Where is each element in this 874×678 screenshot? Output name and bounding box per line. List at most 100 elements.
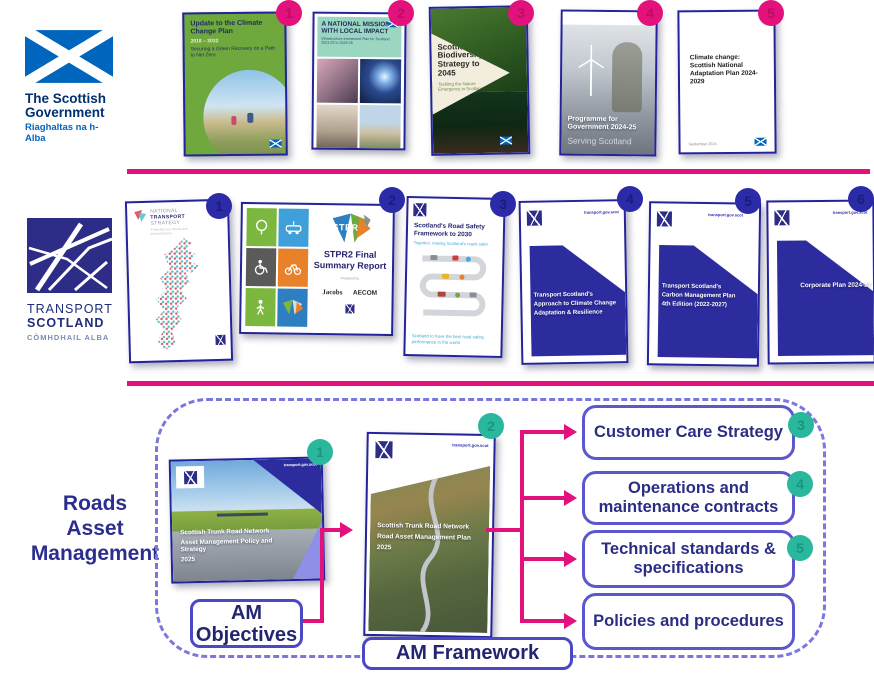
badge-teal-2: 2 (478, 413, 504, 439)
roads-asset-management-label: Roads Asset Management (25, 492, 165, 566)
connector-branch-1 (520, 430, 564, 434)
doc-subtitle: Serving Scotland (567, 135, 632, 147)
doc-title: Corporate Plan 2024-27 (800, 281, 872, 290)
doc-site: transport.gov.scot (708, 212, 744, 218)
arrow-branch-3-icon (564, 551, 577, 567)
connector-branch-3 (520, 557, 564, 561)
node-policies-and-procedures: Policies and procedures (582, 593, 795, 650)
scotland-dot-map (142, 235, 217, 353)
badge-teal-4: 4 (787, 471, 813, 497)
winding-road-illustration (419, 255, 487, 317)
doc-climate-change-plan-update[interactable]: Update to the Climate Change Plan 2018 –… (182, 11, 288, 157)
separator-top (127, 169, 870, 174)
ts-mini-logo-icon (656, 211, 673, 227)
cyclist-figure (247, 112, 254, 123)
photo-welding (359, 59, 402, 104)
doc-stpr2-summary-report[interactable]: STPR STPR2 Final Summary Report Prepared… (239, 201, 395, 337)
sg-mini-logo-icon (754, 137, 767, 146)
photo-girl (611, 42, 643, 113)
sg-mini-logo-icon (269, 139, 282, 148)
connector-branch-4 (520, 619, 564, 623)
doc-national-transport-strategy[interactable]: NATIONAL TRANSPORT STRATEGY Protecting o… (124, 198, 234, 364)
electric-car-icon (278, 208, 309, 247)
transport-scotland-logo: TRANSPORT SCOTLAND CÒMHDHAIL ALBA (27, 218, 117, 342)
arrow-branch-1-icon (564, 424, 577, 440)
tree-icon (246, 208, 277, 247)
ts-mini-logo-icon (375, 441, 393, 459)
doc-footer: Scotland to have the best road safety pe… (411, 333, 485, 345)
doc-title: Update to the Climate Change Plan (190, 19, 263, 36)
doc-title-line2: Asset Management Policy and Strategy (180, 537, 273, 554)
doc-title-line1: Scottish Trunk Road Network (377, 522, 470, 531)
doc-site: transport.gov.scot (583, 209, 619, 215)
connector-plan-feed (486, 528, 524, 532)
connector-to-plan (320, 528, 340, 532)
badge-navy-3: 3 (490, 191, 516, 217)
doc-date: September 2024 (688, 142, 717, 147)
doc-am-policy-and-strategy[interactable]: transport.gov.scot Scottish Trunk Road N… (168, 456, 326, 584)
doc-title-line1: Scottish Trunk Road Network (180, 527, 270, 537)
doc-infrastructure-investment-plan[interactable]: A NATIONAL MISSION WITH LOCAL IMPACT Inf… (311, 11, 407, 151)
doc-programme-for-government[interactable]: Programme for Government 2024-25 Serving… (559, 9, 658, 157)
connector-trunk (520, 430, 524, 623)
am-framework-box: AM Framework (362, 637, 573, 670)
doc-site: transport.gov.scot (283, 462, 317, 468)
wind-turbine-icon (578, 44, 605, 96)
node-customer-care-strategy: Customer Care Strategy (582, 405, 795, 460)
label-line3: Management (30, 541, 160, 565)
photo-woman-laptop (316, 104, 358, 149)
doc-title-line3: 4th Edition (2022-2027) (661, 301, 727, 309)
badge-pink-3: 3 (508, 0, 534, 26)
stpr-logo-icon (332, 213, 371, 243)
partner-jacobs: Jacobs (322, 287, 343, 296)
scottish-government-logo: The Scottish Government Riaghaltas na h-… (22, 25, 116, 145)
doc-subtitle: Securing a Green Recovery on a Path to N… (190, 45, 276, 59)
ts-mini-logo-icon (183, 470, 197, 484)
doc-title: Climate change: Scottish National Adapta… (689, 53, 758, 86)
doc-national-adaptation-plan[interactable]: Climate change: Scottish National Adapta… (677, 9, 777, 155)
am-framework-label: AM Framework (395, 642, 540, 664)
am-objectives-label: AM Objectives (195, 601, 298, 646)
label-line2: Asset (66, 516, 124, 540)
motorway-logo-icon (27, 218, 113, 293)
connector-branch-2 (520, 496, 564, 500)
doc-road-asset-management-plan[interactable]: transport.gov.scot Scottish Trunk Road N… (363, 431, 496, 639)
doc-road-safety-framework[interactable]: Scotland's Road Safety Framework to 2030… (403, 195, 506, 359)
photo-cycle-lane (316, 58, 359, 103)
badge-navy-5: 5 (735, 188, 761, 214)
wheelchair-icon (245, 248, 277, 287)
doc-subtitle: Together, making Scotland's roads safer (413, 240, 489, 247)
arrow-branch-4-icon (564, 613, 577, 629)
nts-tagline: Protecting our climate and improving liv… (150, 226, 188, 236)
ts-mini-logo-icon (526, 210, 543, 226)
ts-logo-line1: TRANSPORT (27, 302, 113, 316)
arrow-to-plan-icon (340, 522, 353, 538)
ts-logo-line3: CÒMHDHAIL ALBA (27, 333, 110, 342)
doc-ts-carbon-management-plan[interactable]: transport.gov.scot Transport Scotland's … (646, 201, 762, 367)
badge-teal-5: 5 (787, 535, 813, 561)
photo-autumn-road (368, 464, 490, 633)
badge-pink-4: 4 (637, 0, 663, 26)
doc-biodiversity-strategy[interactable]: Scottish Biodiversity Strategy to 2045 T… (428, 5, 531, 156)
doc-title-line1: Transport Scotland's (661, 283, 722, 291)
doc-ts-corporate-plan[interactable]: transport.gov.scot Corporate Plan 2024-2… (766, 199, 874, 365)
ts-mini-logo-icon (215, 334, 226, 346)
connector-objectives-horizontal (302, 619, 324, 623)
ts-mini-logo-icon (344, 303, 355, 314)
aerial-road-line (368, 464, 490, 633)
nts-brand-3: STRATEGY (150, 219, 181, 227)
stpr-logo-text: STPR (332, 222, 359, 233)
badge-teal-1: 1 (307, 439, 333, 465)
doc-title-line2: Road Asset Management Plan (376, 533, 471, 542)
sg-logo-name: The Scottish Government (25, 91, 107, 121)
cyclist-figure (230, 115, 237, 125)
doc-title-line2: Approach to Climate Change (533, 299, 617, 308)
label-line1: Roads (62, 492, 128, 515)
doc-ts-climate-adaptation[interactable]: transport.gov.scot Transport Scotland's … (518, 199, 629, 365)
badge-navy-2: 2 (379, 187, 405, 213)
nts-logo-icon (134, 209, 147, 222)
sg-logo-gaelic: Riaghaltas na h-Alba (25, 122, 99, 145)
doc-title-line1: Transport Scotland's (533, 291, 594, 299)
saltire-flag-icon (22, 25, 116, 88)
